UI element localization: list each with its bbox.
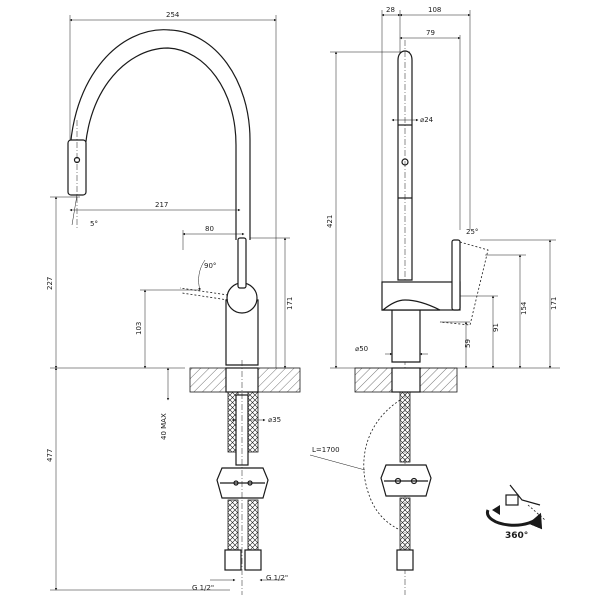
braided-hose (247, 499, 259, 551)
spray-angle-line (71, 194, 78, 226)
front-view: 254 217 80 227 103 171 477 40 MAX ⌀35 G … (46, 11, 301, 595)
dim-24-label: ⌀24 (420, 116, 434, 124)
handle-lever (237, 237, 247, 289)
braided-hose (247, 391, 259, 453)
dim-35-label: ⌀35 (268, 416, 281, 424)
dim-59-label: 59 (464, 339, 472, 348)
dim-50-label: ⌀50 (355, 345, 368, 353)
dim-103-label: 103 (135, 322, 143, 335)
rotation-arrowhead-icon (492, 505, 500, 515)
screw-icon (233, 480, 239, 486)
body-shoulder (381, 299, 441, 311)
spray-button-icon (401, 158, 409, 166)
rotation-label: 360° (505, 531, 528, 541)
braided-hose (399, 391, 411, 463)
dim-40max-label: 40 MAX (160, 413, 168, 440)
screw-icon (247, 480, 253, 486)
handle-rotated-outline (179, 287, 229, 296)
mini-spout-icon (509, 484, 541, 506)
leader-line (309, 454, 366, 471)
dim-227-label: 227 (46, 277, 54, 290)
pullout-hose-path (363, 399, 401, 531)
deck-hole (391, 367, 421, 393)
dim-28-label: 28 (386, 6, 395, 14)
screw-icon (410, 477, 418, 485)
dim-171-side-label: 171 (550, 297, 558, 310)
spout-outer (69, 29, 251, 240)
dim-154-label: 154 (520, 301, 528, 315)
side-view: 28 108 79 421 ⌀24 25° 171 154 (309, 6, 560, 595)
dim-254-label: 254 (166, 11, 180, 19)
mini-body-icon (505, 494, 519, 506)
braided-hose (227, 499, 239, 551)
dim-171-front-label: 171 (286, 297, 294, 310)
handle-rotated-outline (181, 292, 229, 301)
angle-5-label: 5° (90, 220, 98, 228)
dim-421-label: 421 (326, 215, 334, 228)
dim-108-label: 108 (428, 6, 441, 14)
handle-rotated-outline (439, 241, 489, 326)
hose-fitting-left (224, 549, 242, 571)
braided-hose (399, 497, 411, 551)
screw-icon (394, 477, 402, 485)
thread-left-label: G 1/2" (192, 584, 214, 592)
dim-477-label: 477 (46, 449, 54, 462)
body-column (391, 309, 421, 363)
hose-fitting (396, 549, 414, 571)
hose-fitting-right (244, 549, 262, 571)
handle-lever (451, 239, 461, 311)
rotation-symbol: 360° (486, 484, 546, 541)
angle-25-label: 25° (466, 228, 478, 236)
thread-right-label: G 1/2" (266, 574, 288, 582)
spout-inner (84, 47, 237, 240)
rotation-arrow-icon (486, 509, 543, 530)
dim-80-label: 80 (205, 225, 214, 233)
dim-217-label: 217 (155, 201, 168, 209)
hose-length-label: L=1700 (312, 446, 340, 454)
dim-91-label: 91 (492, 323, 500, 332)
angle-90-label: 90° (204, 262, 216, 270)
dim-79-label: 79 (426, 29, 435, 37)
